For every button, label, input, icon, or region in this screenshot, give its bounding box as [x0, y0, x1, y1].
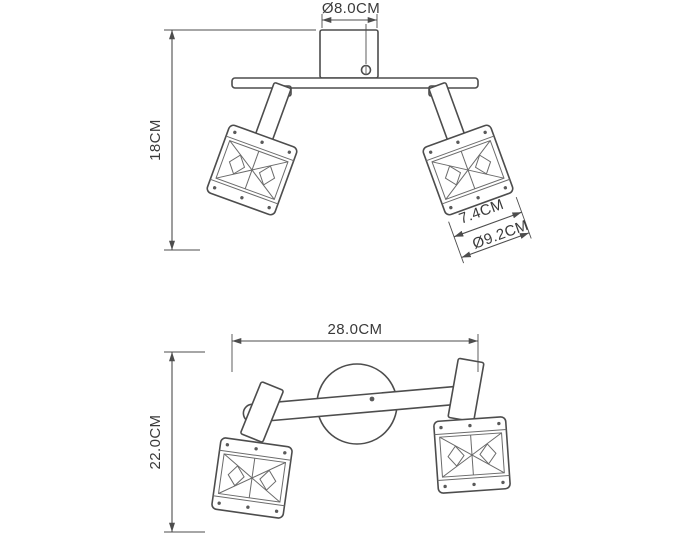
dim-label-shade-diameter: Ø9.2CM	[470, 217, 531, 253]
bottom-left-shade	[210, 436, 294, 520]
bottom-right-shade	[432, 415, 512, 495]
dim-fixture-depth: 22.0CM	[147, 351, 205, 533]
bar-screw	[369, 396, 375, 402]
front-view: Ø8.0CM 18CM 7.4CM Ø9.2CM	[147, 0, 532, 264]
bottom-left-stem	[240, 381, 284, 443]
dim-label-fixture-depth: 22.0CM	[147, 415, 164, 470]
track-bar-front	[231, 77, 479, 89]
front-left-shade	[205, 123, 299, 217]
dim-label-fixture-height: 18CM	[147, 119, 164, 161]
bottom-right-stem	[447, 357, 485, 423]
dim-canopy-diameter: Ø8.0CM	[321, 0, 380, 76]
dim-fixture-width: 28.0CM	[231, 321, 479, 372]
dim-fixture-height: 18CM	[147, 29, 316, 251]
dim-label-fixture-width: 28.0CM	[328, 321, 383, 338]
dim-label-canopy-diameter: Ø8.0CM	[322, 0, 380, 17]
front-right-spot	[421, 82, 515, 217]
bottom-view: 28.0CM 22.0CM	[147, 321, 512, 533]
front-left-spot	[205, 82, 299, 217]
